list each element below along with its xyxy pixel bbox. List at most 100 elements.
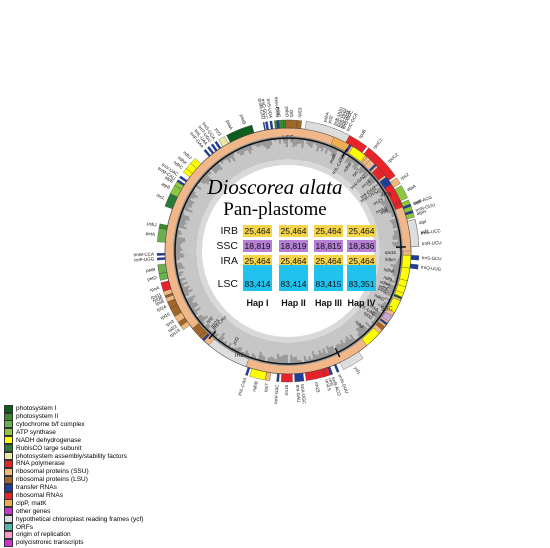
gene-label: rrn4.5 [324,379,332,392]
gc-bar [350,316,361,327]
gene-label: ndhC [173,160,185,171]
gc-bar [379,239,399,244]
gene-label: ndhG [379,279,391,287]
gc-bar [365,192,382,204]
gene-label: trnS-UGA [266,98,274,118]
gene-label: psaC [377,286,389,295]
legend-label: NADH dehydrogenase [16,436,82,444]
gene-label: trnP-UGG [134,256,155,262]
gene-block-ndhA [399,266,410,281]
gc-bar [186,227,199,232]
gene-block-trnV-UAC [179,175,188,183]
gene-block-ccsA [381,311,393,322]
gc-bar [293,342,297,357]
legend-label: other genes [16,507,51,515]
gc-bar [255,339,264,359]
gc-bar [237,332,248,348]
gc-bar [374,214,393,223]
gc-bar [299,148,304,160]
gc-bar [357,309,373,323]
gc-bar [377,268,392,273]
gene-block-rpoA [160,280,172,292]
haplotype-label: Hap IV [347,298,375,308]
legend-swatch [4,436,13,445]
legend-swatch [4,507,13,516]
cell-value-SSC: 18,815 [316,241,342,251]
gene-label: trnG-UCC [420,228,441,236]
gc-bar [181,275,200,283]
gc-bar [320,336,329,354]
cell-value-IRA: 25,464 [245,256,271,266]
legend-swatch [4,523,13,532]
gene-block-rps15 [402,250,412,256]
gene-block-rps7 [361,156,371,166]
gene-block-rrn4.5 [392,200,402,207]
gc-bar [297,342,302,361]
gene-label: rpl16 [160,311,172,320]
gc-bar [195,303,214,318]
gc-bar [379,244,394,248]
gc-bar [356,311,373,326]
gc-bar [321,150,331,167]
gc-bar [184,254,197,258]
row-label-LSC: LSC [218,278,239,290]
gc-bar [210,179,221,190]
cell-value-LSC: 83,415 [316,279,342,289]
legend-item: photosystem II [4,412,214,421]
gc-bar [193,197,209,207]
gc-bar [377,270,393,276]
gene-label: trnG-GCC [260,98,268,120]
gc-bar [180,230,198,236]
gc-bar [280,139,285,160]
legend-swatch [4,459,13,468]
gene-block-psaB [238,124,255,138]
gene-block-trnR-ACG [327,366,333,376]
gc-bar [199,300,212,309]
gene-block-rrn4.5 [321,368,327,378]
legend-swatch [4,467,13,476]
gene-block-trnS-UGA [269,120,274,130]
gene-label: rps8 [155,298,165,306]
legend-item: photosystem assembly/stability factors [4,452,214,461]
gc-bar [249,153,256,166]
gc-bar [214,319,228,334]
gc-bar [195,295,209,304]
gene-label: atpE [164,175,175,184]
gc-bar [297,143,302,160]
gc-bar [189,219,201,225]
gene-block-trnR-ACG [402,203,412,210]
cell-SSC [347,240,376,252]
gc-bar [217,320,230,335]
gc-bar [318,337,325,350]
gc-bar [272,342,277,358]
legend-swatch [4,499,13,508]
gc-bar [270,341,275,357]
gene-label: trnW-CCA [134,252,155,258]
gc-bar [364,192,377,202]
gc-bar [361,187,374,197]
gc-bar [182,268,199,274]
gc-bar [263,146,269,162]
gc-bar [185,273,200,280]
gc-bar [229,157,241,174]
gc-bar [285,147,288,160]
gene-block-trnT-UGU [210,143,218,152]
gc-bar [247,336,256,354]
gc-bar [246,335,255,352]
gc-bar [288,139,291,160]
gene-block-trnH-GUG [276,120,280,129]
legend-item: ribosomal proteins (LSU) [4,475,214,484]
gc-bar [188,286,204,295]
gene-block-ycf3 [218,136,229,147]
gene-block-ndhB [249,368,267,381]
gc-bar [254,338,262,356]
gc-bar [188,281,202,288]
gene-label: rpoC2 [386,152,399,164]
gc-bar [186,222,200,229]
gene-block-rrn23 [384,183,401,205]
cell-LSC [243,265,272,291]
legend-label: ribosomal proteins (SSU) [16,468,89,476]
gc-bar [379,246,399,250]
haplotype-label: Hap II [281,298,306,308]
